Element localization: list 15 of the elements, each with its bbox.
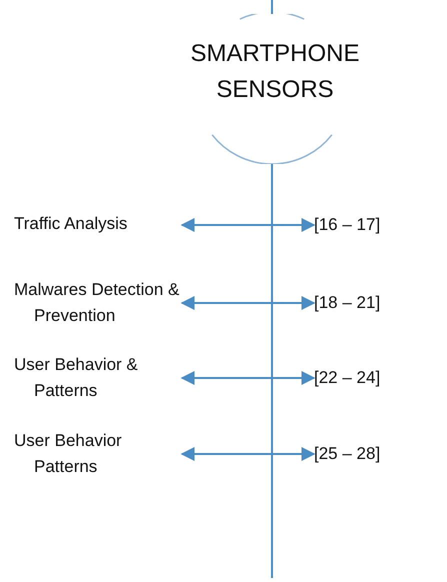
double-arrow <box>180 296 316 310</box>
application-label: User Behavior Patterns <box>14 430 123 478</box>
axis-line <box>271 0 273 14</box>
double-arrow <box>180 218 316 232</box>
reference-range: [18 – 21] <box>314 292 382 314</box>
axis-line <box>271 164 273 578</box>
double-arrow <box>180 447 316 461</box>
hub-title: SMARTPHONE SENSORS <box>190 39 360 105</box>
reference-range: [22 – 24] <box>314 367 382 389</box>
double-arrow <box>180 371 316 385</box>
application-label: User Behavior & Patterns <box>14 354 139 402</box>
reference-range: [25 – 28] <box>314 443 382 465</box>
application-label: Traffic Analysis <box>14 213 128 235</box>
application-label: Malwares Detection & Prevention <box>14 279 180 327</box>
reference-range: [16 – 17] <box>314 214 382 236</box>
